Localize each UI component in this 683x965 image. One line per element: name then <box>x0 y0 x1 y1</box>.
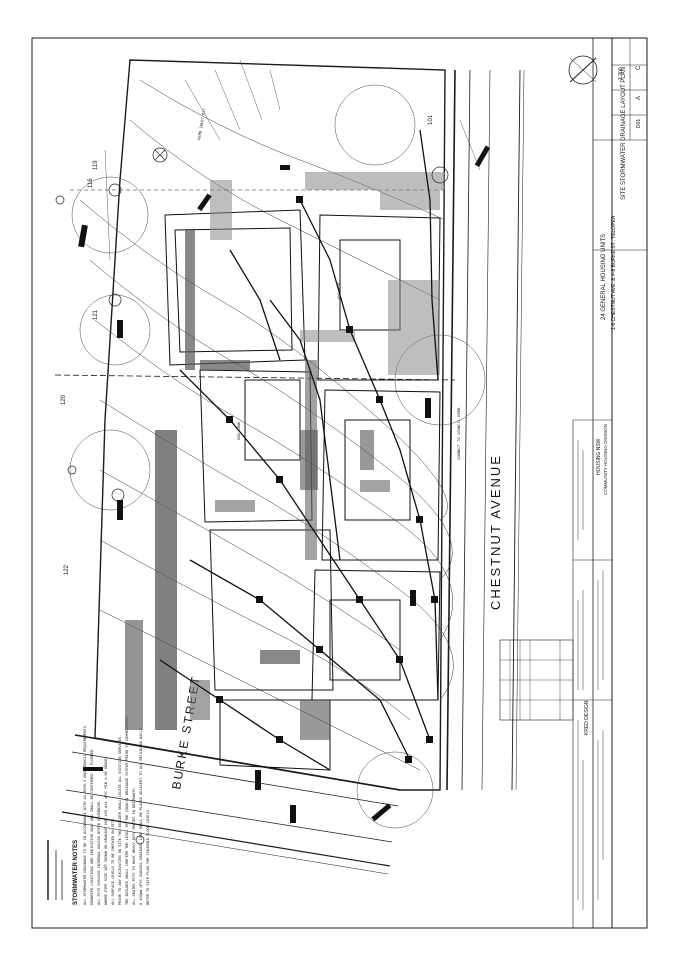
drawing-number: D01 <box>636 119 642 128</box>
drawing-title: SITE STORMWATER DRAINAGE LAYOUT PLAN <box>621 67 627 200</box>
note-1: ALL STORMWATER DRAINAGE TO BE IN ACCORDA… <box>84 724 88 905</box>
note-3: ALL PITS 600x600 INTERNAL UNLESS NOTED O… <box>98 799 102 905</box>
chestnut-avenue-road: CHESTNUT AVENUE <box>446 69 525 791</box>
lot-number: 120 <box>61 394 67 405</box>
note-9: A 100mm uPVC SUBSOIL DRAINAGE LINE SHALL… <box>140 726 144 905</box>
note-6: PRIOR TO ANY EXCAVATION ON SITE THE BUIL… <box>119 735 123 905</box>
note-4: WHERE PIPE SIZE NOT SHOWN ON DRAWING USE… <box>104 756 109 905</box>
revision-value: A <box>636 96 642 100</box>
lot-boundary-line <box>54 374 456 381</box>
revision-table <box>499 639 574 721</box>
project-name: 24 GENERAL HOUSING UNITS <box>601 234 607 320</box>
pit-annotation: KERB INLET PIT <box>198 108 208 141</box>
project-address: 1-6 CHESTNUT AVE. & 4-8 BURKE ST., TELOP… <box>611 215 617 330</box>
stormwater-pipes <box>159 129 439 771</box>
lot-number: 121 <box>93 309 99 320</box>
note-10: REFER TO SITE PLAN FOR FINISHED FLOOR LE… <box>147 808 151 905</box>
note-7: THE BUILDER SHALL CONFIRM THE LEVEL OF T… <box>126 713 130 905</box>
lot-number: 122 <box>64 564 70 575</box>
note-2: DOWNPIPE LOCATIONS ARE INDICATIVE ONLY A… <box>91 748 95 905</box>
stormwater-notes: STORMWATER NOTES ALL STORMWATER DRAINAGE… <box>73 713 151 905</box>
lot-number: 119 <box>93 160 99 170</box>
title-block: 24 GENERAL HOUSING UNITS 1-6 CHESTNUT AV… <box>572 37 648 929</box>
lot-number: 116 <box>88 178 94 188</box>
drainage-pits <box>216 196 438 763</box>
buildings <box>164 209 441 771</box>
note-5: ALL SURFACE LEVELS TO BE CHECKED ON SITE… <box>112 817 116 905</box>
sheet-border <box>31 37 648 929</box>
burke-street-road: BURKE STREET <box>59 674 401 875</box>
consultant-name: KRED DESIGN <box>584 700 590 735</box>
sheet-value: C <box>636 65 642 70</box>
site-plan: CHESTNUT AVENUE BURKE STREET <box>54 59 525 875</box>
client-division: COMMUNITY HOUSING DIVISION <box>603 424 608 495</box>
paving-areas <box>210 172 445 375</box>
connect-annotation: CONNECT TO COUNCIL KERB <box>458 407 462 460</box>
scale-value: 1:200 <box>618 67 624 80</box>
lot-number: 101 <box>428 114 434 125</box>
north-arrow-icon <box>568 55 598 85</box>
chestnut-avenue-label: CHESTNUT AVENUE <box>488 454 503 610</box>
retaining-walls <box>125 230 390 740</box>
notes-heading: STORMWATER NOTES <box>73 840 79 905</box>
issue-stamp <box>47 840 63 900</box>
service-markers <box>78 145 491 823</box>
pipe-annotation: 100 uPVC <box>338 281 342 300</box>
osd-annotation: OSD TANK <box>238 421 242 440</box>
client-name: HOUSING NSW <box>596 438 602 475</box>
note-8: ALL GRATED PITS TO HAVE HEAVY DUTY GRATE… <box>133 786 137 905</box>
